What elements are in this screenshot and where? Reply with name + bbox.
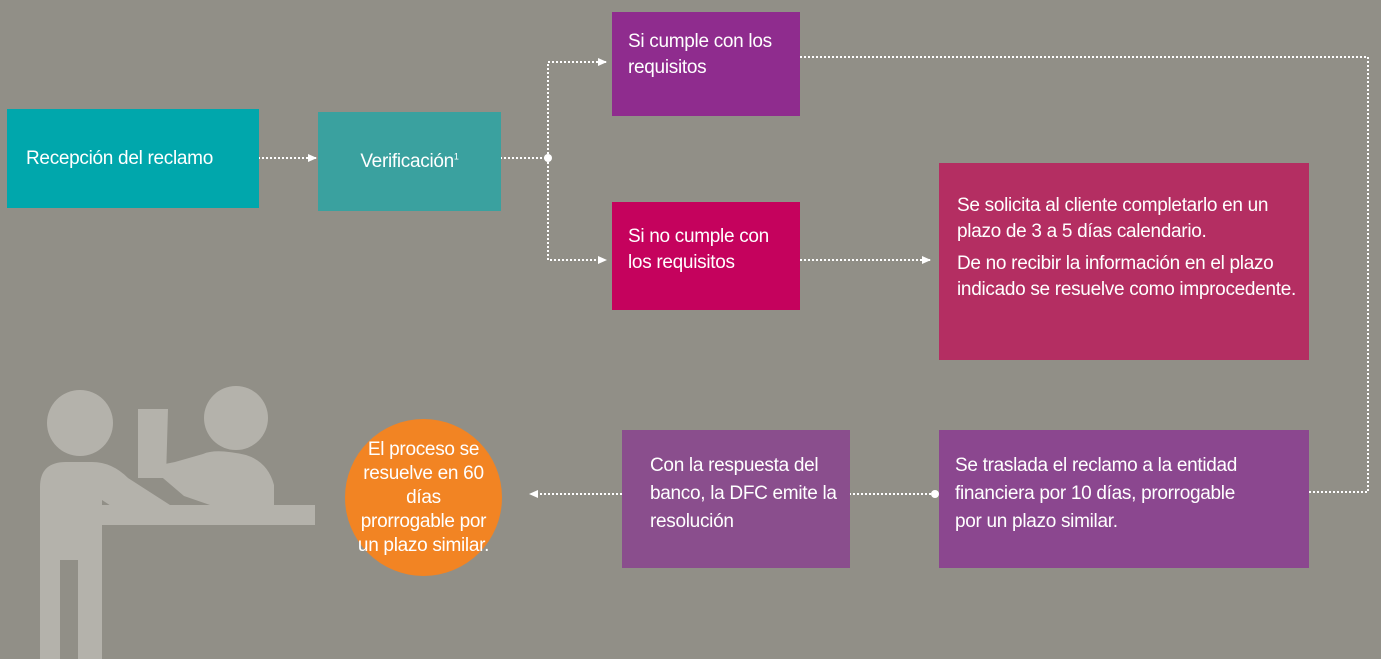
respuesta-text: Con la respuesta del banco, la DFC emite… bbox=[650, 455, 837, 532]
step-si-cumple-label: Si cumple con los requisitos bbox=[628, 31, 772, 78]
traslada-text: Se traslada el reclamo a la entidad fina… bbox=[955, 455, 1238, 532]
step-recepcion: Recepción del reclamo bbox=[7, 109, 259, 208]
footnote-marker: 1 bbox=[453, 151, 459, 162]
resultado-text: El proceso se resuelve en 60 días prorro… bbox=[357, 438, 490, 556]
step-verificacion-label: Verificación1 bbox=[360, 150, 459, 172]
connector-branch-si bbox=[547, 58, 607, 158]
branch-dot bbox=[544, 154, 552, 162]
step-verificacion: Verificación1 bbox=[318, 112, 501, 211]
connector-branch-no bbox=[547, 158, 607, 264]
people-at-counter-icon bbox=[40, 386, 315, 659]
step-respuesta: Con la respuesta del banco, la DFC emite… bbox=[622, 430, 850, 568]
step-resultado: El proceso se resuelve en 60 días prorro… bbox=[345, 419, 502, 576]
step-traslada: Se traslada el reclamo a la entidad fina… bbox=[939, 430, 1309, 568]
solicita-text-2: De no recibir la información en el plazo… bbox=[957, 253, 1296, 300]
step-si-cumple: Si cumple con los requisitos bbox=[612, 12, 800, 116]
step-no-cumple: Si no cumple con los requisitos bbox=[612, 202, 800, 310]
step-solicita: Se solicita al cliente completarlo en un… bbox=[939, 163, 1309, 360]
connector-si-traslada bbox=[792, 56, 1369, 496]
step-recepcion-label: Recepción del reclamo bbox=[26, 147, 213, 169]
traslada-dot bbox=[931, 490, 939, 498]
solicita-text-1: Se solicita al cliente completarlo en un… bbox=[957, 195, 1269, 242]
step-no-cumple-label: Si no cumple con los requisitos bbox=[628, 226, 769, 273]
